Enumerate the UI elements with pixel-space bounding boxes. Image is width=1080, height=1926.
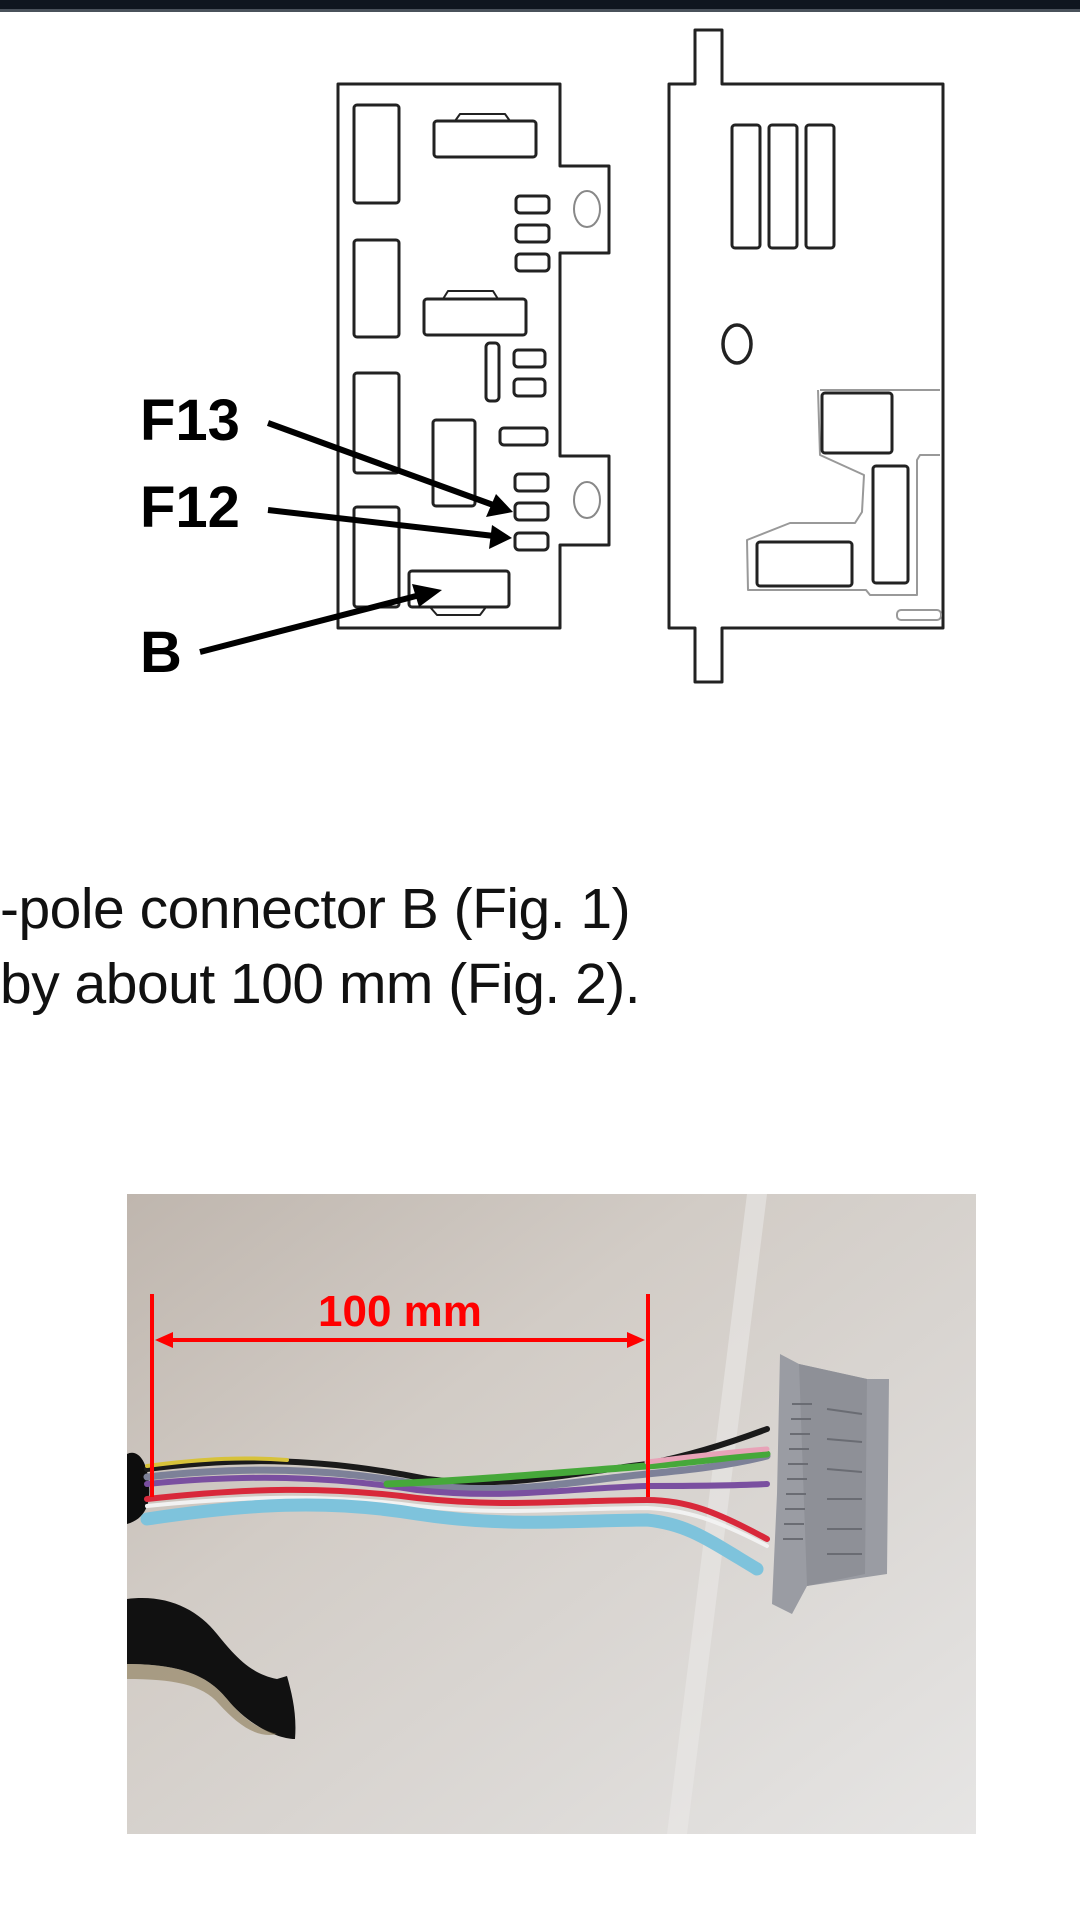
- figure-1-diagram: F13 F12 B: [0, 12, 1080, 712]
- callout-f12-label: F12: [140, 475, 240, 540]
- fuse-f12: [513, 531, 550, 552]
- mount-hole: [573, 481, 601, 519]
- arrowhead: [412, 584, 442, 607]
- arrowhead: [486, 494, 513, 517]
- carrier-outline: [746, 389, 940, 596]
- fuse: [512, 348, 547, 369]
- fuse: [514, 252, 551, 273]
- component: [896, 609, 942, 621]
- instruction-text: -pole connector B (Fig. 1) by about 100 …: [0, 872, 1080, 1022]
- connector-lip: [442, 290, 499, 300]
- connector: [422, 297, 528, 337]
- wire-bundle: [140, 1426, 771, 1576]
- wire-white: [145, 1495, 769, 1548]
- arrowhead: [489, 525, 512, 549]
- relay: [352, 238, 401, 339]
- wire-light-blue: [140, 1498, 764, 1576]
- fuse-f13: [513, 501, 550, 522]
- relay: [352, 103, 401, 205]
- connector-lip: [454, 113, 511, 122]
- arrow-b: [199, 592, 421, 655]
- cable-sleeve: [127, 1598, 296, 1739]
- fuse: [512, 377, 547, 398]
- cable-end: [127, 1452, 150, 1524]
- component: [484, 341, 501, 403]
- fuse: [513, 472, 550, 493]
- relay: [352, 371, 401, 475]
- relay: [804, 123, 836, 250]
- wire-pink: [644, 1446, 770, 1465]
- figure-2-photo: 100 mm: [127, 1194, 976, 1834]
- arrow-f12: [267, 507, 495, 539]
- fuse: [514, 223, 551, 244]
- text-line: -pole connector B (Fig. 1): [0, 877, 631, 941]
- arrow-f13: [266, 420, 498, 509]
- relay: [730, 123, 762, 250]
- left-board: [336, 82, 611, 630]
- sleeve-shadow: [127, 1664, 277, 1735]
- arrowhead-left: [155, 1332, 173, 1348]
- relay: [431, 418, 477, 508]
- wire-red: [144, 1486, 770, 1542]
- connector-face: [799, 1364, 867, 1586]
- right-board: [667, 28, 945, 684]
- connector-lip: [429, 606, 487, 616]
- status-bar: [0, 0, 1080, 12]
- callout-b-label: B: [140, 620, 182, 685]
- mount-hole: [721, 323, 753, 365]
- wire-grey: [143, 1452, 771, 1493]
- connector-slots: [783, 1403, 863, 1555]
- left-board-outline: [336, 82, 611, 630]
- callout-f13-label: F13: [140, 388, 240, 453]
- wire-green: [383, 1450, 771, 1488]
- mount-hole: [573, 190, 601, 228]
- grey-connector: [772, 1354, 889, 1614]
- wire-black: [144, 1426, 770, 1486]
- dimension-annotation: 100 mm: [150, 1287, 650, 1497]
- relay: [755, 540, 854, 588]
- callout-arrows: [199, 420, 513, 655]
- fuse: [514, 194, 551, 215]
- connector: [432, 119, 538, 159]
- relay: [767, 123, 799, 250]
- text-line: by about 100 mm (Fig. 2).: [0, 952, 641, 1016]
- fuse: [498, 426, 549, 447]
- relay: [820, 391, 894, 455]
- arrowhead-right: [627, 1332, 645, 1348]
- right-board-outline: [667, 28, 945, 684]
- wire-yellow: [145, 1456, 289, 1468]
- dimension-label: 100 mm: [318, 1287, 482, 1336]
- relay: [871, 464, 910, 585]
- connector-b: [407, 569, 511, 609]
- wire-purple: [144, 1474, 770, 1497]
